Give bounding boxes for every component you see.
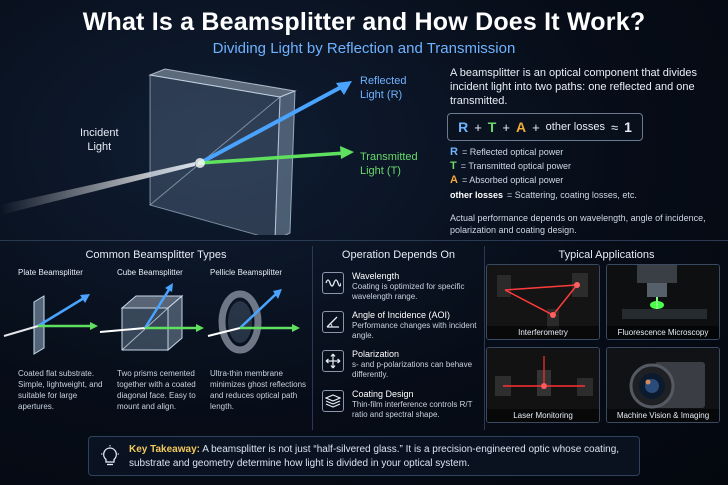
app-caption: Fluorescence Microscopy — [607, 326, 719, 339]
app-card-interferometry: Interferometry — [486, 264, 600, 340]
legend-item-r: R= Reflected optical power — [450, 146, 564, 158]
operation-item-coating: Coating Design Thin-film interference co… — [322, 389, 482, 420]
operation-item-title: Angle of Incidence (AOI) — [352, 310, 451, 320]
operation-item-wavelength: Wavelength Coating is optimized for spec… — [322, 271, 482, 302]
key-takeaway-body: A beamsplitter is not just “half-silvere… — [129, 444, 620, 469]
operation-item-title: Wavelength — [352, 271, 400, 281]
eq-a: A — [515, 119, 527, 135]
lightbulb-icon — [101, 445, 119, 466]
key-takeaway-box: Key Takeaway: A beamsplitter is not just… — [88, 436, 640, 476]
key-takeaway-label: Key Takeaway: — [129, 444, 200, 455]
eq-approx: ≈ — [610, 119, 619, 135]
app-card-laser-monitoring: Laser Monitoring — [486, 347, 600, 423]
page-title: What Is a Beamsplitter and How Does It W… — [82, 8, 646, 36]
reflected-beam — [198, 83, 347, 165]
key-takeaway-text: Key Takeaway: A beamsplitter is not just… — [129, 443, 634, 471]
types-section-title: Common Beamsplitter Types — [85, 249, 227, 261]
beamsplitter-hero-illustration — [0, 68, 354, 235]
type-name-plate: Plate Beamsplitter — [18, 268, 83, 277]
plate-beamsplitter-icon — [3, 294, 98, 355]
app-caption: Machine Vision & Imaging — [607, 409, 719, 422]
operation-section-title: Operation Depends On — [341, 249, 456, 261]
intro-description: A beamsplitter is an optical component t… — [450, 67, 698, 107]
horizontal-divider — [0, 240, 728, 241]
transmitted-arrowhead — [340, 146, 354, 159]
app-card-machine-vision: Machine Vision & Imaging — [606, 347, 720, 423]
page-subtitle: Dividing Light by Reflection and Transmi… — [212, 40, 516, 57]
eq-other-losses: other losses — [545, 121, 605, 133]
type-name-cube: Cube Beamsplitter — [117, 268, 183, 277]
operation-item-title: Polarization — [352, 349, 400, 359]
coating-diagonal — [149, 96, 281, 206]
polarization-arrows-icon — [322, 350, 344, 372]
type-desc-pellicle: Ultra-thin membrane minimizes ghost refl… — [210, 369, 307, 411]
split-point-glow — [195, 158, 205, 168]
operation-item-desc: s- and p-polarizations can behave differ… — [352, 360, 473, 379]
operation-item-title: Coating Design — [352, 389, 414, 399]
vertical-divider — [484, 246, 485, 430]
type-desc-cube: Two prisms cemented together with a coat… — [117, 369, 196, 411]
eq-plus: + — [474, 119, 482, 135]
eq-plus: + — [502, 119, 510, 135]
pellicle-beamsplitter-icon — [207, 289, 300, 354]
eq-one: 1 — [624, 119, 632, 135]
incident-beam — [0, 162, 195, 215]
wave-icon — [322, 272, 344, 294]
type-name-pellicle: Pellicle Beamsplitter — [210, 268, 283, 277]
performance-note: Actual performance depends on wavelength… — [450, 213, 706, 235]
cube-beamsplitter-icon — [99, 283, 204, 352]
reflected-arrowhead — [336, 81, 352, 95]
legend-item-a: A= Absorbed optical power — [450, 174, 564, 186]
layers-icon — [322, 390, 344, 412]
beamsplitter-types-illustration — [3, 283, 300, 355]
legend-item-t: T= Transmitted optical power — [450, 160, 572, 172]
app-caption: Interferometry — [487, 326, 599, 339]
type-desc-plate: Coated flat substrate. Simple, lightweig… — [18, 369, 103, 411]
eq-t: T — [487, 119, 497, 135]
operation-item-desc: Coating is optimized for specific wavele… — [352, 282, 465, 301]
energy-equation-box: R + T + A + other losses ≈ 1 — [447, 113, 643, 141]
operation-item-polarization: Polarization s- and p-polarizations can … — [322, 349, 482, 380]
operation-item-desc: Performance changes with incident angle. — [352, 321, 477, 340]
operation-item-aoi: Angle of Incidence (AOI) Performance cha… — [322, 310, 482, 341]
eq-r: R — [458, 119, 469, 135]
eq-plus: + — [532, 119, 540, 135]
operation-item-desc: Thin-film interference controls R/T rati… — [352, 400, 473, 419]
angle-icon — [322, 311, 344, 333]
glass-side-face — [274, 90, 296, 235]
applications-section-title: Typical Applications — [558, 249, 655, 261]
vertical-divider — [312, 246, 313, 430]
app-card-fluorescence-microscopy: Fluorescence Microscopy — [606, 264, 720, 340]
legend-item-other: other losses= Scattering, coating losses… — [450, 190, 637, 200]
app-caption: Laser Monitoring — [487, 409, 599, 422]
transmitted-beam — [198, 151, 347, 165]
